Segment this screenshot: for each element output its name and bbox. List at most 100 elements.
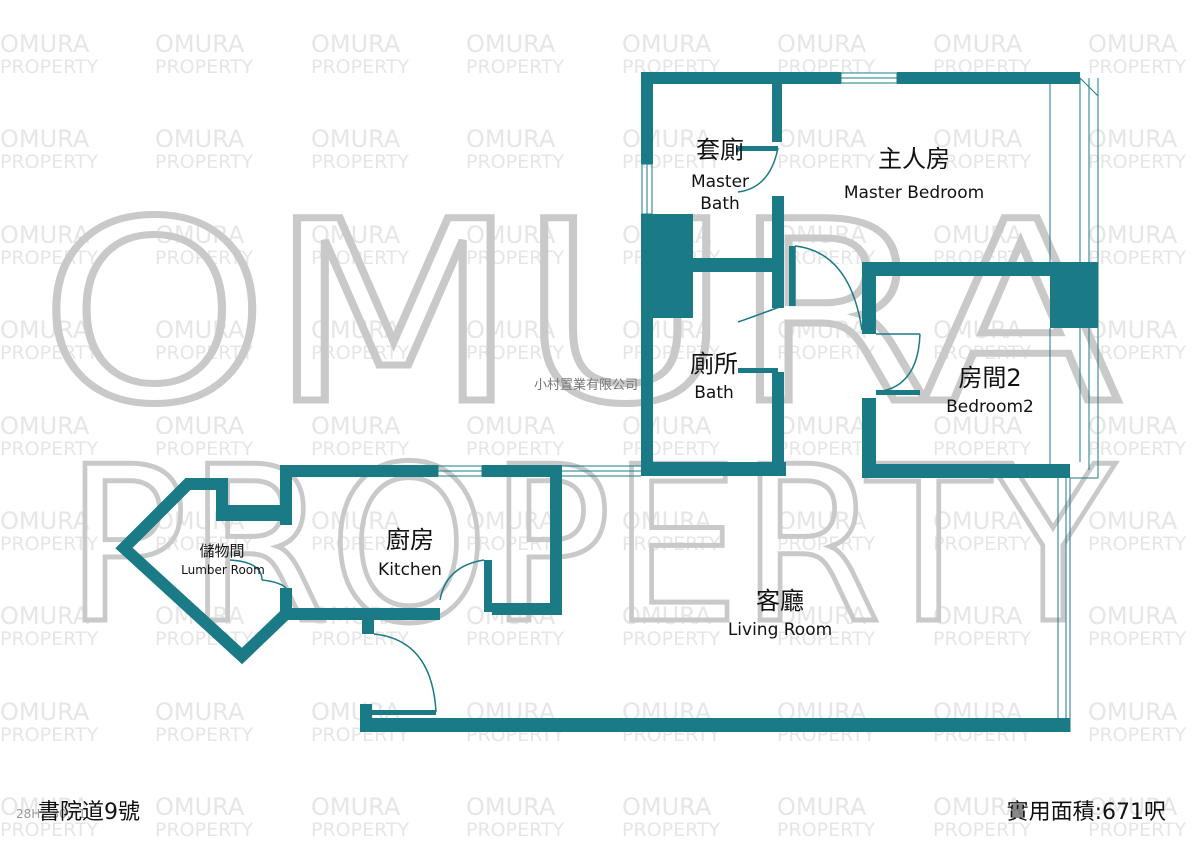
bedroom2-label-en: Bedroom2 (946, 397, 1034, 417)
watermark-tile-line1: OMURA (311, 221, 401, 249)
watermark-tile-line1: OMURA (1088, 507, 1178, 535)
watermark-tile-line2: PROPERTY (933, 342, 1032, 364)
wall (360, 718, 1070, 732)
watermark-tile-line2: PROPERTY (466, 342, 565, 364)
address-text: 書院道9號 (38, 800, 140, 825)
wall (482, 465, 562, 477)
watermark-tile-line2: PROPERTY (0, 438, 99, 460)
watermark-tile-line2: PROPERTY (311, 56, 410, 78)
watermark-tile-line2: PROPERTY (0, 819, 99, 841)
watermark-tile-line1: OMURA (933, 221, 1023, 249)
watermark-big-property: PROPERTY (65, 420, 1116, 671)
watermark-tile-line1: OMURA (311, 412, 401, 440)
watermark-tile-line1: OMURA (311, 793, 401, 821)
watermark-tile-line1: OMURA (311, 316, 401, 344)
watermark-tile-line1: OMURA (466, 125, 556, 153)
watermark-tile-line2: PROPERTY (466, 438, 565, 460)
watermark-tile-line2: PROPERTY (155, 438, 254, 460)
wall (641, 462, 786, 476)
wall (862, 464, 1070, 478)
watermark-tile-line1: OMURA (155, 412, 245, 440)
wall (1050, 262, 1098, 328)
watermark-tile-line2: PROPERTY (0, 151, 99, 173)
watermark-tile-line2: PROPERTY (933, 628, 1032, 650)
watermark-tile-line2: PROPERTY (311, 151, 410, 173)
watermark-tile-line2: PROPERTY (622, 628, 721, 650)
watermark-tile-line1: OMURA (1088, 793, 1178, 821)
watermark-tile-line1: OMURA (155, 316, 245, 344)
wall (484, 560, 492, 612)
wall (862, 262, 1098, 276)
watermark-tile-line1: OMURA (622, 602, 712, 630)
watermark-tile-line2: PROPERTY (311, 247, 410, 269)
watermark-tile-line1: OMURA (777, 602, 867, 630)
watermark-tile-line1: OMURA (1088, 698, 1178, 726)
watermark-tile-line2: PROPERTY (155, 819, 254, 841)
door-jambs (366, 146, 920, 715)
watermark-tile-line1: OMURA (1088, 221, 1178, 249)
watermark-tile-line1: OMURA (622, 30, 712, 58)
watermark-tile-line1: OMURA (1088, 316, 1178, 344)
watermark-tile-line1: OMURA (622, 507, 712, 535)
watermark-tile-line2: PROPERTY (155, 724, 254, 746)
watermark-tile-line1: OMURA (466, 412, 556, 440)
watermark-tile-line1: OMURA (155, 698, 245, 726)
watermark-tile-line1: OMURA (933, 316, 1023, 344)
wall (492, 603, 562, 615)
watermark-tile-line1: OMURA (622, 316, 712, 344)
watermark-tile-line1: OMURA (933, 412, 1023, 440)
watermark-tile-line1: OMURA (0, 125, 90, 153)
watermark-tile-line1: OMURA (777, 793, 867, 821)
watermark-tile-line2: PROPERTY (1088, 438, 1187, 460)
watermark-tile-line2: PROPERTY (1088, 628, 1187, 650)
walls (216, 72, 1098, 732)
watermark-tile-line2: PROPERTY (1088, 151, 1187, 173)
bath-label-en: Bath (694, 383, 734, 403)
watermark-tile-line1: OMURA (0, 412, 90, 440)
watermark-tile-line1: OMURA (311, 507, 401, 535)
watermark-tile-line1: OMURA (466, 30, 556, 58)
watermark-tile-line2: PROPERTY (777, 628, 876, 650)
watermark-tile-line2: PROPERTY (933, 819, 1032, 841)
watermark-tile-line1: OMURA (933, 602, 1023, 630)
watermark-tile-line2: PROPERTY (777, 342, 876, 364)
master-bath-label-en1: Master (690, 172, 750, 192)
lumber-room-label-en: Lumber Room (181, 563, 265, 577)
wall (653, 214, 693, 318)
living-room-label-zh: 客廳 (756, 587, 804, 615)
watermark-tile-line1: OMURA (155, 30, 245, 58)
company-name: 小村置業有限公司 (534, 378, 639, 393)
watermark-tile-line2: PROPERTY (622, 533, 721, 555)
watermark-tile-line1: OMURA (311, 30, 401, 58)
bedroom2-label-zh: 房間2 (958, 364, 1022, 392)
watermark-tile-line1: OMURA (466, 316, 556, 344)
wall (550, 465, 562, 615)
watermark-tile-line1: OMURA (777, 412, 867, 440)
watermark-tile-line2: PROPERTY (0, 247, 99, 269)
watermark-tile-line2: PROPERTY (155, 342, 254, 364)
watermark-tile-line1: OMURA (1088, 125, 1178, 153)
watermark-tile-line1: OMURA (155, 125, 245, 153)
bath-label-zh: 廁所 (690, 350, 738, 378)
watermark-tile-line2: PROPERTY (311, 533, 410, 555)
wall (641, 72, 653, 164)
watermark-tile-line1: OMURA (155, 221, 245, 249)
watermark-tile-line1: OMURA (0, 507, 90, 535)
wall (360, 704, 372, 732)
wall (280, 608, 440, 620)
wall (862, 262, 876, 334)
watermark-tile-line2: PROPERTY (933, 151, 1032, 173)
watermark-tile-line2: PROPERTY (777, 438, 876, 460)
watermark-tile-line2: PROPERTY (311, 342, 410, 364)
master-bedroom-label-en: Master Bedroom (843, 183, 985, 203)
watermark-tile-line2: PROPERTY (155, 56, 254, 78)
wall (362, 608, 374, 634)
watermark-tile-line2: PROPERTY (466, 56, 565, 78)
watermark-tile-line1: OMURA (311, 125, 401, 153)
watermark-tile-line1: OMURA (777, 125, 867, 153)
watermark-tile-line2: PROPERTY (466, 533, 565, 555)
wall (216, 505, 286, 521)
watermark-tile-line1: OMURA (777, 30, 867, 58)
watermark-tile-line2: PROPERTY (155, 151, 254, 173)
wall (772, 372, 784, 476)
